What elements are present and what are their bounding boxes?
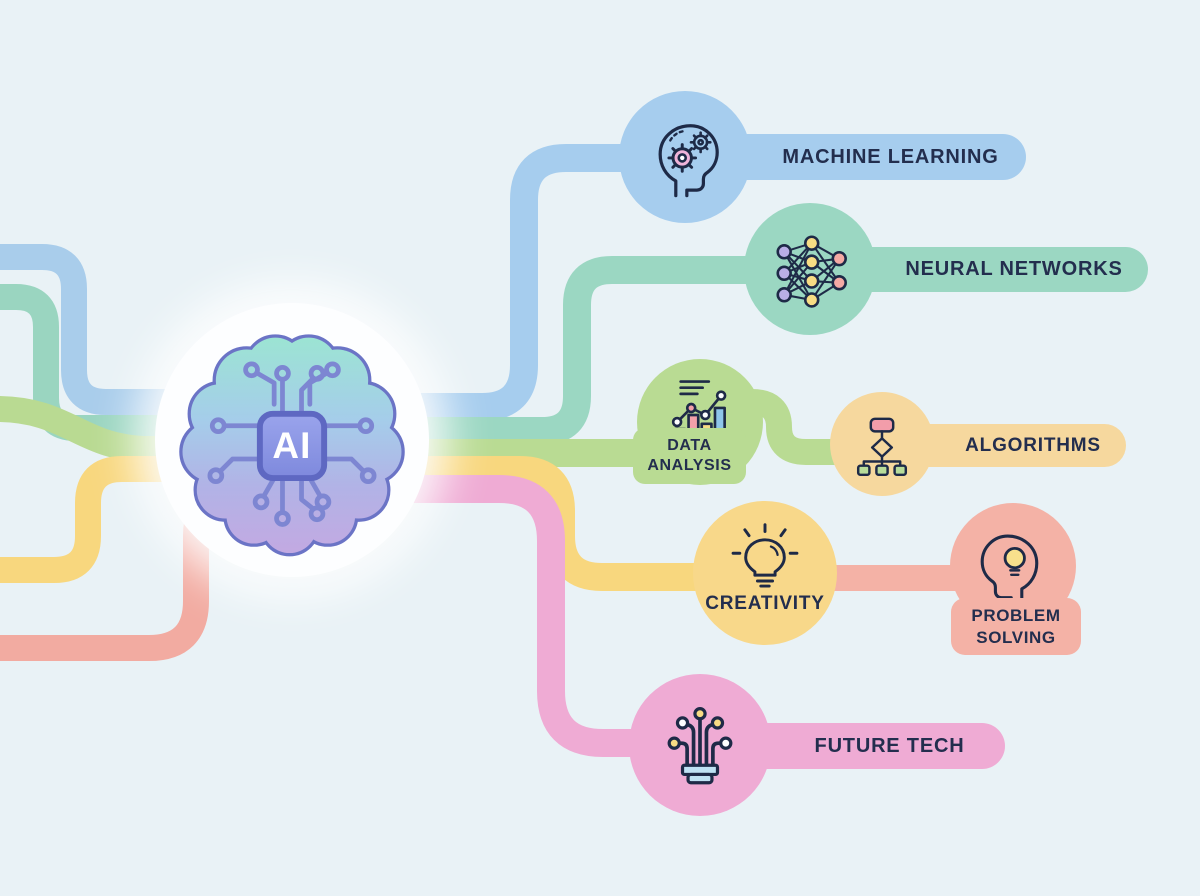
node-future-tech [629,674,771,816]
node-machine-learning [619,91,751,223]
problem-solving-labelbox: PROBLEM SOLVING [951,598,1081,655]
central-node-ai: AI [155,303,429,577]
data-analysis-label-line2: ANALYSIS [647,457,732,474]
node-algorithms [830,392,934,496]
root-connector-blue [0,244,320,415]
head-lightbulb-icon [980,534,1039,605]
branch-algorithms [715,389,884,465]
ai-chip-label: AI [272,425,311,466]
machine-learning-label: MACHINE LEARNING [782,145,999,168]
branch-future-tech [340,475,700,757]
root-connector-yellow [0,456,320,583]
data-analysis-labelbox: DATA ANALYSIS [633,428,746,484]
network-graph-icon [776,235,847,308]
node-neural-networks [744,203,876,335]
future-tech-label: FUTURE TECH [814,734,965,757]
root-connector-green [0,396,320,462]
brain-ai-icon: AI [179,334,405,557]
head-gears-icon [658,124,719,198]
lightbulb-icon [731,523,799,588]
branch-machine-learning [340,144,690,421]
neural-networks-label: NEURAL NETWORKS [905,258,1123,280]
gear-large [667,143,698,173]
gear-small [689,131,712,154]
problem-solving-label-line1: PROBLEM [971,606,1061,626]
branch-neural-networks [340,256,815,445]
circuit-sprout-icon [667,707,733,785]
ai-chip [256,410,328,482]
algorithms-label: ALGORITHMS [965,434,1101,456]
node-creativity [693,501,837,645]
flowchart-icon [856,417,908,477]
circuit-traces [207,361,377,527]
data-analysis-label-line1: DATA [667,437,712,454]
problem-solving-label-line2: SOLVING [976,627,1056,647]
creativity-label: CREATIVITY [705,593,825,614]
